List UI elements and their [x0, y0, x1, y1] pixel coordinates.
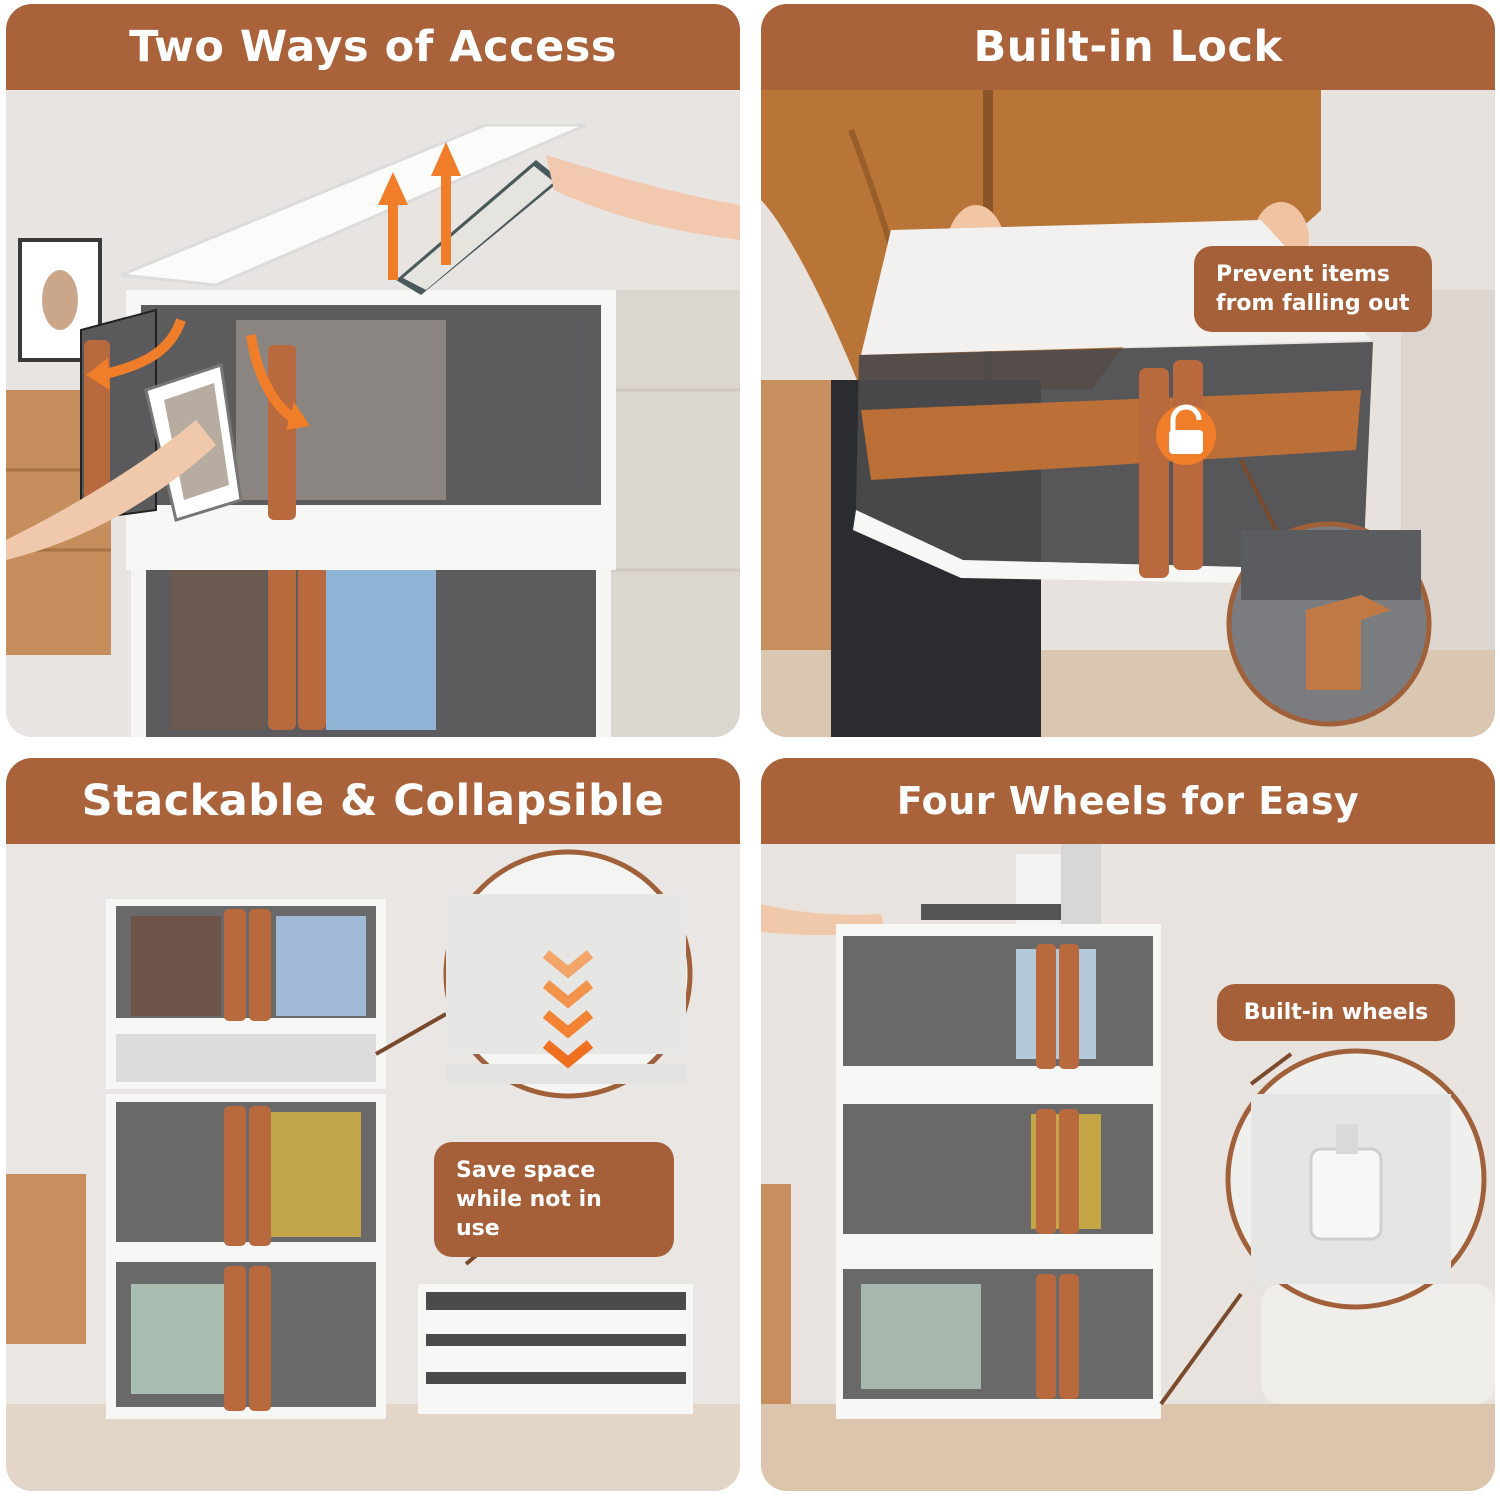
panel-title: Built-in Lock: [761, 4, 1495, 90]
panel-four-wheels: Four Wheels for Easy Repositioning: [761, 758, 1495, 1491]
storage-box-lid-open-illustration: [6, 90, 740, 737]
lock-icon: [1156, 404, 1216, 465]
chevron-down-icon: [542, 950, 594, 1069]
save-space-callout: Save space while not in use: [434, 1142, 674, 1257]
arrow-up-icon: [378, 142, 461, 280]
carrying-box-lock-illustration: [761, 90, 1495, 737]
panel-stackable-collapsible: Stackable & Collapsible: [6, 758, 740, 1491]
panel-two-ways-of-access: Two Ways of Access: [6, 4, 740, 737]
panel-title: Stackable & Collapsible: [6, 758, 740, 844]
panel-title: Two Ways of Access: [6, 4, 740, 90]
prevent-items-callout: Prevent items from falling out: [1194, 246, 1432, 332]
arrow-curved-icon: [86, 318, 310, 430]
rolling-box-tower-illustration: [761, 844, 1495, 1491]
panel-built-in-lock: Built-in Lock: [761, 4, 1495, 737]
panel-title: Four Wheels for Easy Repositioning: [761, 758, 1495, 909]
built-in-wheels-callout: Built-in wheels: [1217, 984, 1455, 1041]
